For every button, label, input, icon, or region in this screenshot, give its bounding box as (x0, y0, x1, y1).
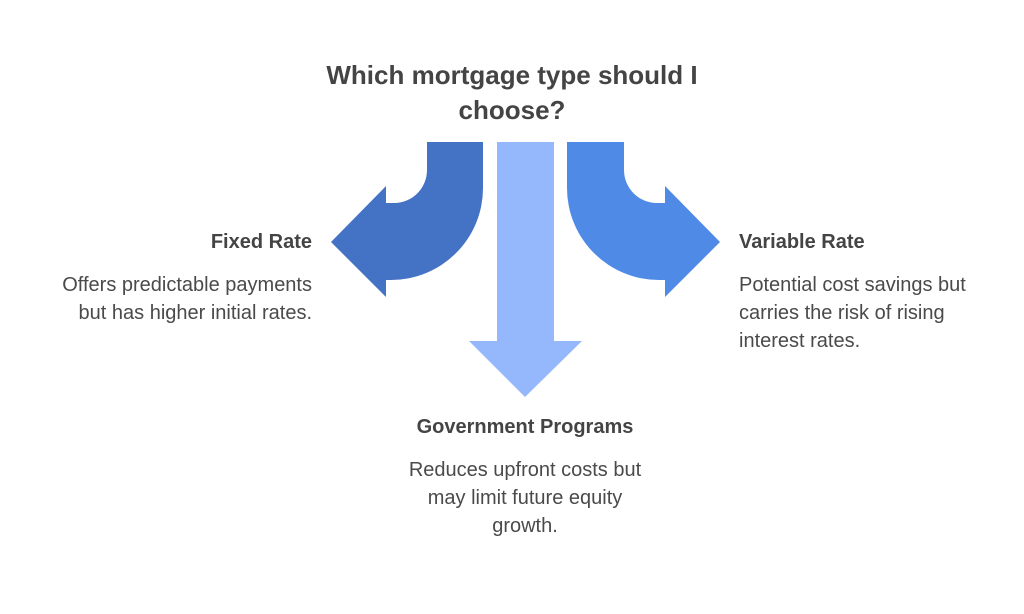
fixed-rate-heading: Fixed Rate (210, 231, 312, 253)
left-arrow-icon (331, 142, 483, 297)
fixed-rate-line-1: Offers predictable payments (62, 274, 312, 296)
variable-rate-line-3: interest rates. (739, 330, 861, 352)
diagram-title: Which mortgage type should I choose? (326, 60, 698, 125)
variable-rate-line-2: carries the risk of rising (739, 302, 945, 324)
variable-rate-heading: Variable Rate (739, 231, 865, 253)
variable-rate-description: Potential cost savings but carries the r… (739, 271, 966, 355)
government-programs-description: Reduces upfront costs but may limit futu… (362, 456, 688, 540)
government-programs-line-3: growth. (492, 515, 558, 537)
right-arrow-icon (567, 142, 720, 297)
government-programs-line-1: Reduces upfront costs but (408, 459, 642, 481)
down-arrow-icon (469, 142, 582, 397)
government-programs-heading: Government Programs (416, 416, 634, 438)
government-programs-line-2: may limit future equity (427, 487, 623, 509)
fixed-rate-description: Offers predictable payments but has high… (62, 271, 312, 327)
fixed-rate-line-2: but has higher initial rates. (78, 302, 312, 324)
variable-rate-line-1: Potential cost savings but (739, 274, 966, 296)
